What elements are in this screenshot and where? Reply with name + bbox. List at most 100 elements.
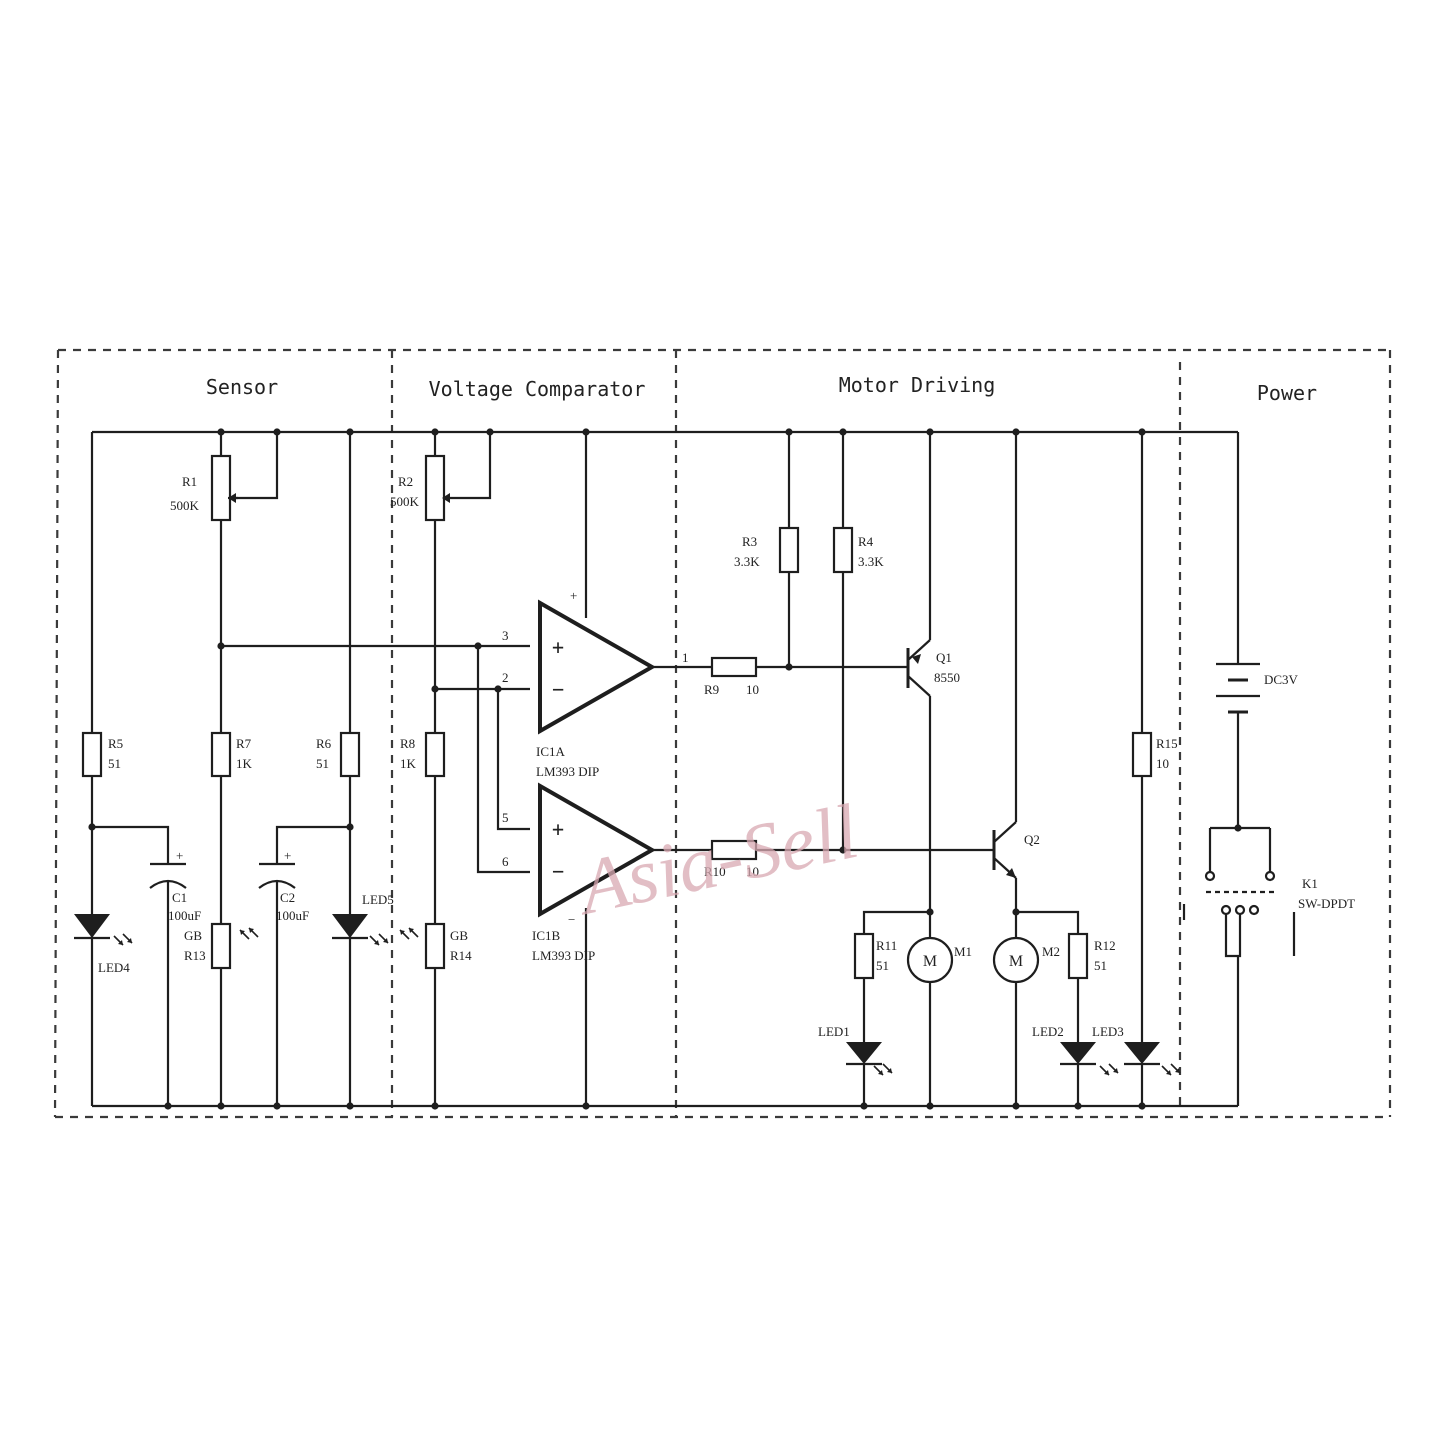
- r10-value: 10: [746, 864, 759, 879]
- r12-value: 51: [1094, 958, 1107, 973]
- r11-ref: R11: [876, 938, 897, 953]
- section-title-voltage-comparator: Voltage Comparator: [429, 377, 646, 401]
- pin-ic1a-in-minus: 2: [502, 670, 509, 685]
- resistor-r5: [81, 731, 103, 778]
- m2-ref: M2: [1042, 944, 1060, 959]
- opamp-ic1a-minus: −: [552, 677, 564, 701]
- motor-m1: M: [906, 936, 954, 984]
- switch-k1: [1182, 870, 1296, 956]
- r6-value: 51: [316, 756, 329, 771]
- resistor-r10: [710, 839, 758, 861]
- led4-ref: LED4: [98, 960, 130, 975]
- pin-ic1a-supply: +: [570, 588, 577, 603]
- photoresistor-r14: [399, 922, 446, 970]
- led1-ref: LED1: [818, 1024, 850, 1039]
- c2-value: 100uF: [276, 908, 309, 923]
- battery-dc3v: [1216, 662, 1260, 714]
- ic1a-ref: IC1A: [536, 744, 566, 759]
- r2-ref: R2: [398, 474, 413, 489]
- resistor-r3: [778, 526, 800, 574]
- capacitor-c2: +: [258, 848, 296, 889]
- led3-diode: [1124, 1042, 1181, 1076]
- r14-type: GB: [450, 928, 468, 943]
- m1-ref: M1: [954, 944, 972, 959]
- resistor-r12: [1067, 932, 1089, 980]
- c2-ref: C2: [280, 890, 295, 905]
- r8-ref: R8: [400, 736, 415, 751]
- r15-ref: R15: [1156, 736, 1178, 751]
- led3-ref: LED3: [1092, 1024, 1124, 1039]
- led4-diode: [74, 914, 133, 946]
- led5-diode: [332, 914, 389, 946]
- pin-ic1b-in-plus: 5: [502, 810, 509, 825]
- battery-ref: DC3V: [1264, 672, 1299, 687]
- ic1b-ref: IC1B: [532, 928, 561, 943]
- opamp-ic1a: + −: [538, 599, 657, 735]
- ic1a-part: LM393 DIP: [536, 764, 599, 779]
- resistor-r11: [853, 932, 875, 980]
- resistor-r4: [832, 526, 854, 574]
- junction-dots: [88, 428, 1242, 1110]
- motor-m1-symbol: M: [923, 953, 937, 970]
- resistor-r6: [339, 731, 361, 778]
- r11-value: 51: [876, 958, 889, 973]
- q1-ref: Q1: [936, 650, 952, 665]
- r5-value: 51: [108, 756, 121, 771]
- pin-ic1b-ground: −: [568, 912, 575, 927]
- r4-ref: R4: [858, 534, 874, 549]
- capacitor-c1: +: [149, 848, 187, 889]
- r2-value: 500K: [390, 494, 420, 509]
- r14-ref: R14: [450, 948, 472, 963]
- opamp-ic1b: + −: [538, 782, 657, 918]
- resistor-r8: [424, 731, 446, 778]
- led5-ref: LED5: [362, 892, 394, 907]
- k1-ref: K1: [1302, 876, 1318, 891]
- power-rails: [92, 430, 1238, 1108]
- r7-ref: R7: [236, 736, 252, 751]
- r12-ref: R12: [1094, 938, 1116, 953]
- r9-ref: R9: [704, 682, 719, 697]
- led2-ref: LED2: [1032, 1024, 1064, 1039]
- section-title-sensor: Sensor: [206, 375, 278, 399]
- r10-ref: R10: [704, 864, 726, 879]
- component-labels: R1 500K R2 500K R3 3.3K R4 3.3K R5 51 R6…: [98, 474, 1355, 1039]
- pin-numbers: 3 2 1 5 6 + −: [502, 588, 689, 927]
- r3-value: 3.3K: [734, 554, 760, 569]
- pin-ic1b-in-minus: 6: [502, 854, 509, 869]
- pin-ic1a-in-plus: 3: [502, 628, 509, 643]
- wires: [90, 432, 1272, 1106]
- opamp-ic1b-plus: +: [552, 817, 564, 841]
- potentiometer-r2: [424, 454, 450, 522]
- r3-ref: R3: [742, 534, 757, 549]
- potentiometer-r1: [210, 454, 238, 522]
- section-title-motor-driving: Motor Driving: [839, 373, 996, 397]
- r1-value: 500K: [170, 498, 200, 513]
- c1-value: 100uF: [168, 908, 201, 923]
- motor-m2-symbol: M: [1009, 953, 1023, 970]
- opamp-ic1b-minus: −: [552, 859, 564, 883]
- capacitor-c2-plus: +: [284, 848, 291, 863]
- resistor-r9: [710, 656, 758, 678]
- section-frames: [53, 348, 1392, 1119]
- q2-ref: Q2: [1024, 832, 1040, 847]
- r5-ref: R5: [108, 736, 123, 751]
- motor-m2: M: [992, 936, 1040, 984]
- transistor-q2: [992, 821, 1017, 879]
- r8-value: 1K: [400, 756, 417, 771]
- led1-diode: [846, 1042, 893, 1076]
- capacitor-c1-plus: +: [176, 848, 183, 863]
- r13-type: GB: [184, 928, 202, 943]
- r9-value: 10: [746, 682, 759, 697]
- r6-ref: R6: [316, 736, 332, 751]
- resistor-r7: [210, 731, 232, 778]
- pin-ic1a-out: 1: [682, 650, 689, 665]
- transistor-q1: [906, 639, 931, 697]
- c1-ref: C1: [172, 890, 187, 905]
- r15-value: 10: [1156, 756, 1169, 771]
- r13-ref: R13: [184, 948, 206, 963]
- opamp-ic1a-plus: +: [552, 635, 564, 659]
- led2-diode: [1060, 1042, 1119, 1076]
- section-title-power: Power: [1257, 381, 1317, 405]
- r7-value: 1K: [236, 756, 253, 771]
